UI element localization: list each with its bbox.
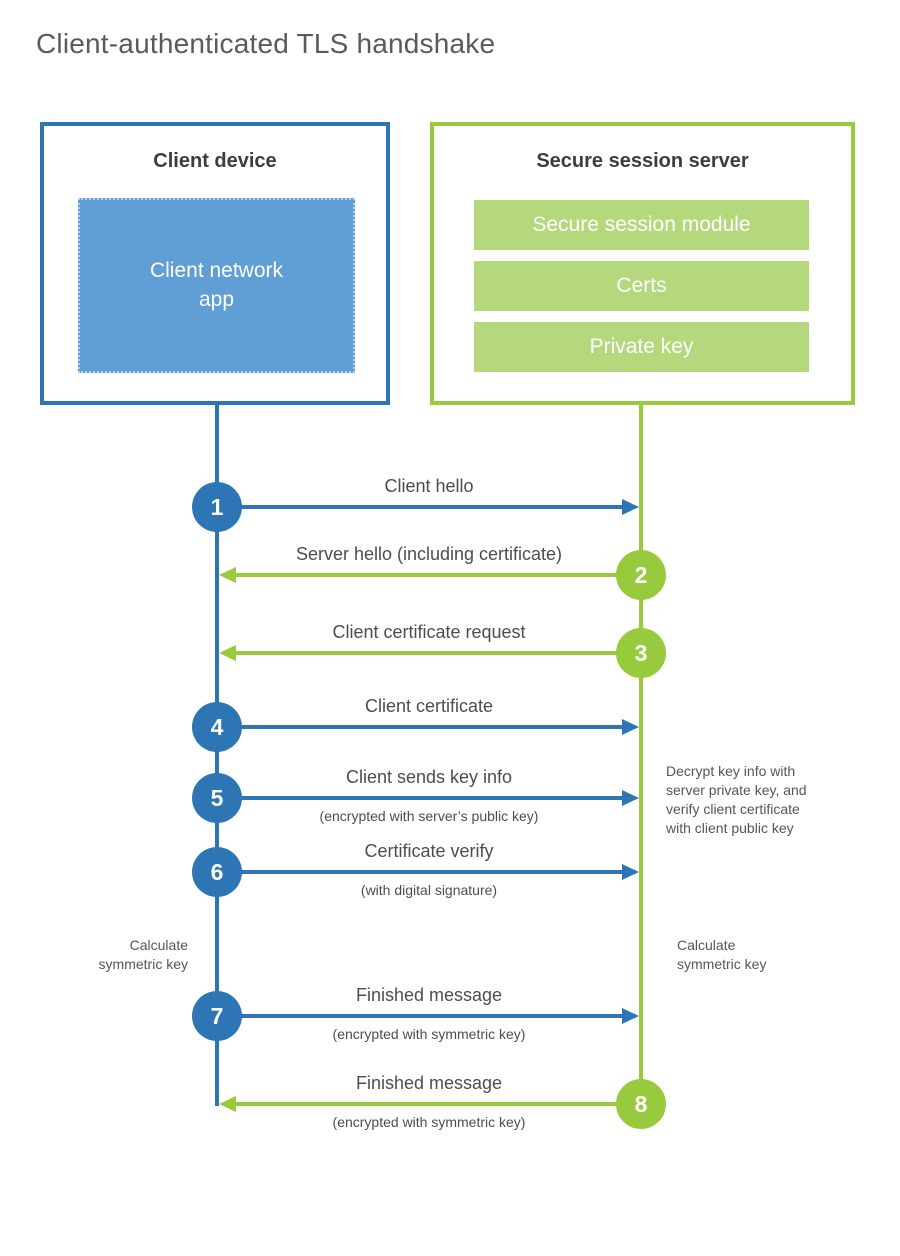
step-circle-4: 4 xyxy=(192,702,242,752)
arrow-line-8 xyxy=(236,1102,628,1106)
client-network-app-label: Client network app xyxy=(149,259,284,311)
calculate-symmetric-key-note-server: Calculate symmetric key xyxy=(677,937,767,972)
client-network-app-box: Client network app xyxy=(78,198,355,373)
page-title: Client-authenticated TLS handshake xyxy=(36,28,496,59)
calculate-symmetric-key-note-client: Calculate symmetric key xyxy=(98,937,188,972)
arrowhead-right-7-icon xyxy=(622,1008,639,1024)
server-lifeline xyxy=(639,405,643,1105)
server-module-certs: Certs xyxy=(474,261,809,311)
step-circle-2: 2 xyxy=(616,550,666,600)
message-label-1: Client hello xyxy=(384,476,474,496)
arrowhead-right-1-icon xyxy=(622,499,639,515)
step-circle-7: 7 xyxy=(192,991,242,1041)
arrow-line-7 xyxy=(230,1014,622,1018)
arrow-line-2 xyxy=(236,573,628,577)
message-sublabel-8: (encrypted with symmetric key) xyxy=(332,1114,526,1130)
step-circle-5: 5 xyxy=(192,773,242,823)
message-label-6: Certificate verify xyxy=(364,841,494,861)
arrow-line-4 xyxy=(230,725,622,729)
client-device-title: Client device xyxy=(153,150,277,172)
arrow-line-6 xyxy=(230,870,622,874)
arrowhead-left-8-icon xyxy=(219,1096,236,1112)
message-label-7: Finished message xyxy=(355,985,503,1005)
arrow-line-5 xyxy=(230,796,622,800)
arrowhead-left-3-icon xyxy=(219,645,236,661)
arrowhead-right-4-icon xyxy=(622,719,639,735)
step-circle-8: 8 xyxy=(616,1079,666,1129)
step-circle-6: 6 xyxy=(192,847,242,897)
arrowhead-right-5-icon xyxy=(622,790,639,806)
message-label-3: Client certificate request xyxy=(332,622,526,642)
step-circle-1: 1 xyxy=(192,482,242,532)
arrowhead-right-6-icon xyxy=(622,864,639,880)
message-sublabel-6: (with digital signature) xyxy=(360,882,498,898)
message-label-4: Client certificate xyxy=(364,696,494,716)
message-label-2: Server hello (including certificate) xyxy=(295,544,563,564)
message-label-5: Client sends key info xyxy=(345,767,513,787)
server-module-private-key: Private key xyxy=(474,322,809,372)
arrow-line-3 xyxy=(236,651,628,655)
arrow-line-1 xyxy=(230,505,622,509)
decrypt-key-note: Decrypt key info with server private key… xyxy=(666,763,807,836)
client-lifeline xyxy=(215,405,219,1106)
secure-session-server-title: Secure session server xyxy=(536,150,749,172)
server-module-secure-session: Secure session module xyxy=(474,200,809,250)
arrowhead-left-2-icon xyxy=(219,567,236,583)
step-circle-3: 3 xyxy=(616,628,666,678)
message-sublabel-5: (encrypted with server’s public key) xyxy=(319,808,539,824)
message-sublabel-7: (encrypted with symmetric key) xyxy=(332,1026,526,1042)
message-label-8: Finished message xyxy=(355,1073,503,1093)
